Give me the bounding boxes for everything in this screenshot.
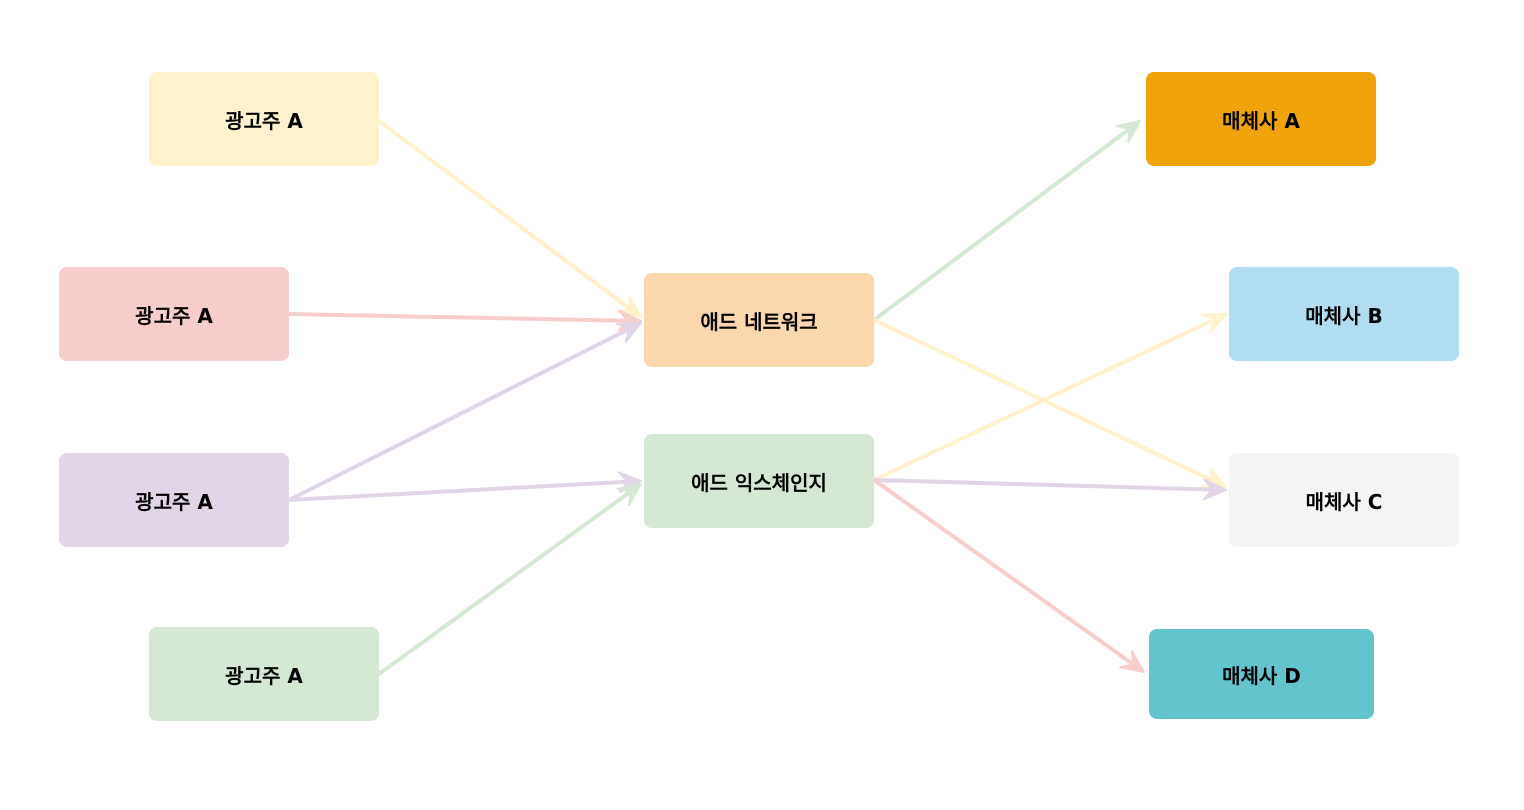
- advertiser-label: 광고주 A: [225, 663, 303, 688]
- arrowhead-icon: [1200, 313, 1227, 334]
- arrowhead-icon: [616, 483, 642, 507]
- connection-line: [377, 489, 633, 676]
- advertiser-node-2: 광고주 A: [59, 267, 289, 361]
- connection-arrow: [377, 483, 642, 676]
- connection-arrow: [872, 478, 1145, 673]
- connection-line: [872, 126, 1132, 322]
- arrowhead-icon: [1115, 120, 1141, 144]
- connection-line: [287, 479, 630, 502]
- connection-arrow: [872, 313, 1227, 482]
- connection-line: [287, 326, 632, 502]
- connection-arrow: [872, 318, 1227, 488]
- publisher-node-d: 매체사 D: [1149, 629, 1374, 719]
- connection-arrow: [377, 119, 642, 318]
- publisher-label: 매체사 A: [1222, 108, 1300, 133]
- advertiser-label: 광고주 A: [135, 303, 213, 328]
- connection-arrow: [872, 120, 1141, 322]
- connection-arrow: [287, 309, 642, 332]
- advertiser-node-4: 광고주 A: [149, 627, 379, 721]
- publisher-node-b: 매체사 B: [1229, 267, 1459, 361]
- publisher-node-c: 매체사 C: [1229, 453, 1459, 547]
- connection-arrow: [287, 471, 642, 502]
- connection-line: [872, 478, 1136, 667]
- ad-network-label: 애드 네트워크: [700, 309, 818, 334]
- publisher-label: 매체사 D: [1222, 663, 1301, 688]
- publisher-label: 매체사 C: [1305, 489, 1383, 514]
- arrowhead-icon: [1119, 650, 1145, 673]
- connection-arrow: [872, 478, 1227, 501]
- connection-arrow: [287, 322, 642, 502]
- connection-line: [872, 478, 1215, 492]
- ad-exchange-node: 애드 익스체인지: [644, 434, 874, 528]
- ad-network-node: 애드 네트워크: [644, 273, 874, 367]
- advertiser-node-1: 광고주 A: [149, 72, 379, 166]
- advertiser-label: 광고주 A: [225, 108, 303, 133]
- connection-line: [377, 119, 633, 312]
- connection-line: [872, 317, 1217, 482]
- connection-line: [287, 312, 630, 323]
- publisher-label: 매체사 B: [1305, 303, 1383, 328]
- arrowhead-icon: [615, 322, 642, 343]
- publisher-node-a: 매체사 A: [1146, 72, 1376, 166]
- ad-exchange-label: 애드 익스체인지: [691, 470, 827, 495]
- advertiser-node-3: 광고주 A: [59, 453, 289, 547]
- arrowhead-icon: [1202, 478, 1227, 501]
- advertiser-label: 광고주 A: [135, 489, 213, 514]
